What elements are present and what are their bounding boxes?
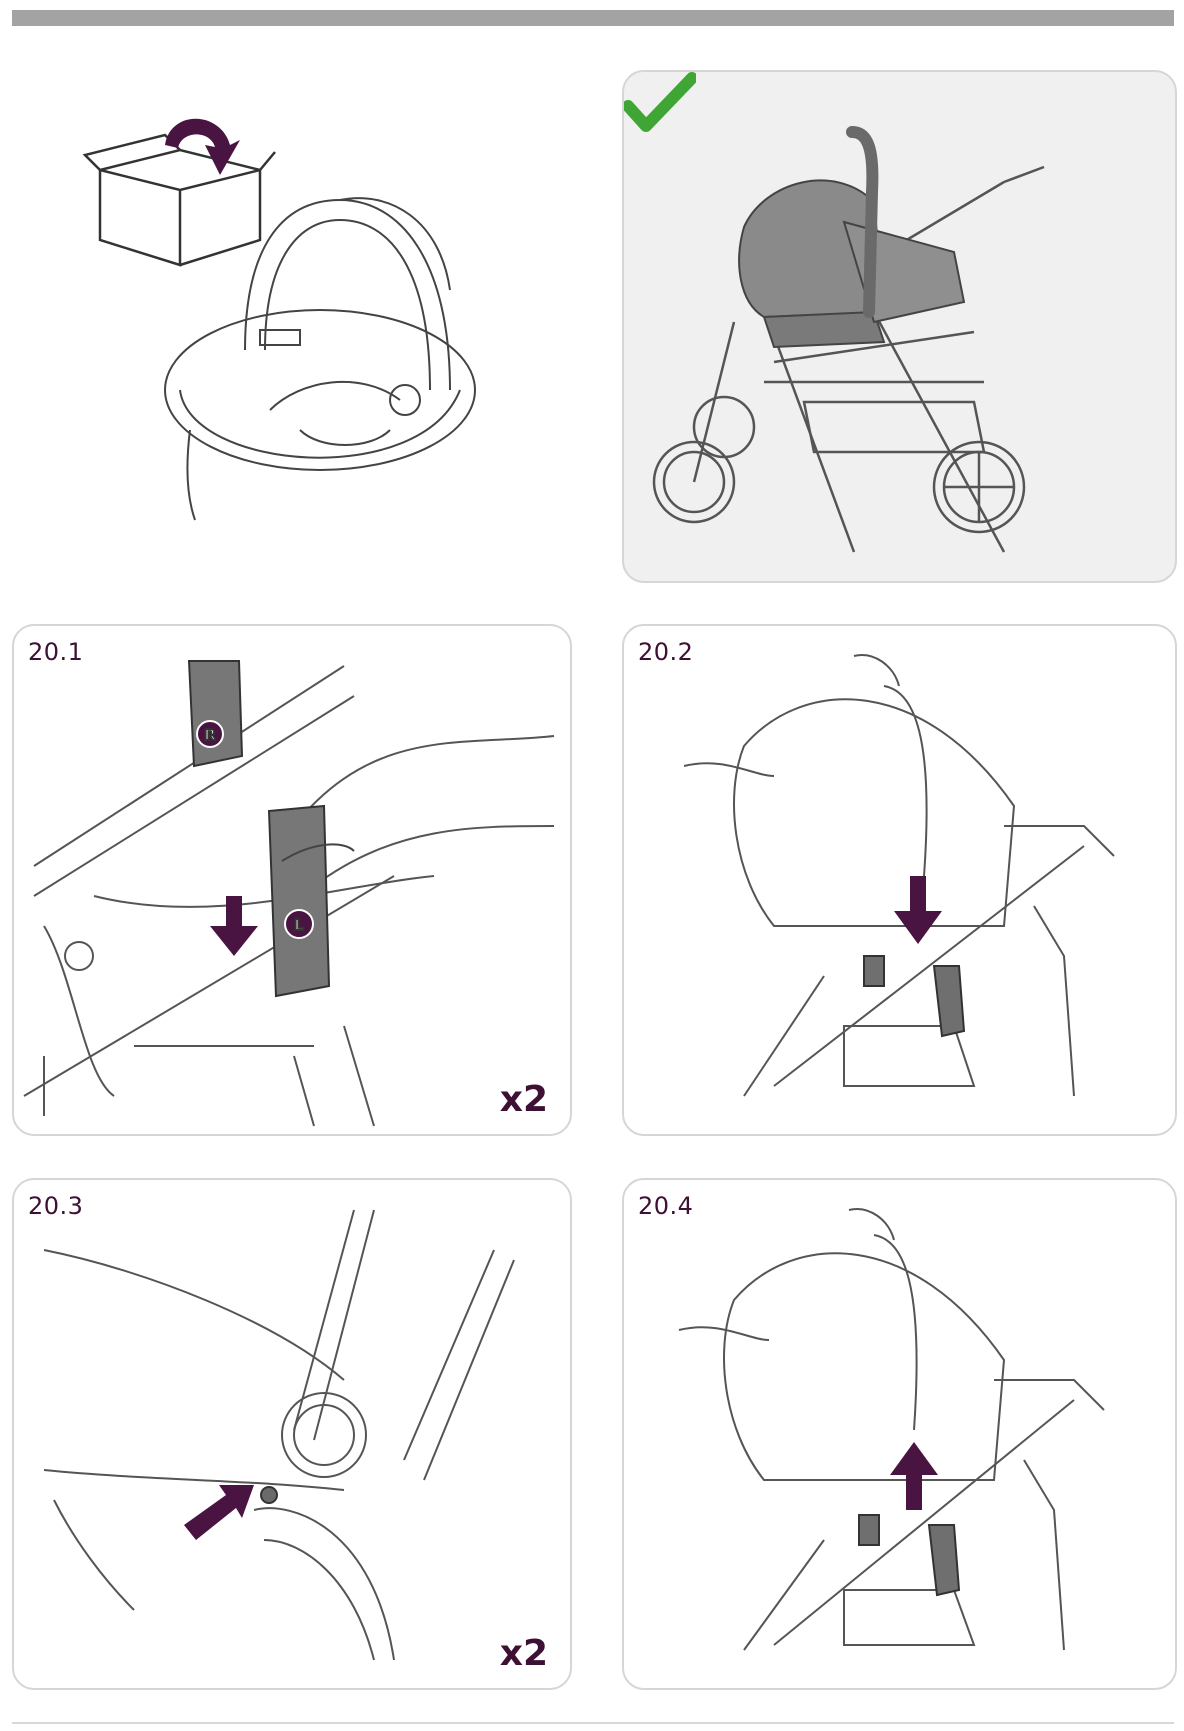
up-arrow-icon	[890, 1442, 938, 1510]
seat-lift-illustration	[624, 1180, 1177, 1690]
down-arrow-icon	[210, 896, 258, 956]
diagonal-arrow-icon	[184, 1485, 254, 1540]
step-label-20-4: 20.4	[638, 1192, 693, 1220]
adapter-attach-illustration: R L	[14, 626, 572, 1136]
checkmark-icon	[624, 72, 696, 132]
correct-installation-panel	[622, 70, 1177, 583]
adapter-right-icon: R	[189, 661, 242, 766]
down-arrow-icon	[894, 876, 942, 944]
step-label-20-2: 20.2	[638, 638, 693, 666]
stroller-with-seat-illustration	[624, 72, 1177, 583]
repeat-count-20-1: x2	[500, 1079, 548, 1120]
intro-illustration	[70, 90, 530, 550]
box-icon	[85, 135, 275, 265]
step-label-20-1: 20.1	[28, 638, 83, 666]
step-20-3-panel: 20.3 x2	[12, 1178, 572, 1690]
adapter-r-marker: R	[204, 726, 216, 744]
step-20-1-panel: R L 20.1 x2	[12, 624, 572, 1136]
step-20-4-panel: 20.4	[622, 1178, 1177, 1690]
step-label-20-3: 20.3	[28, 1192, 83, 1220]
seat-lower-illustration	[624, 626, 1177, 1136]
car-seat-illustration	[70, 90, 530, 550]
repeat-count-20-3: x2	[500, 1633, 548, 1674]
adapter-l-marker: L	[294, 916, 304, 934]
header-bar	[12, 10, 1174, 26]
footer-line	[12, 1722, 1174, 1724]
release-button-illustration	[14, 1180, 572, 1690]
adapter-left-icon: L	[269, 806, 329, 996]
step-20-2-panel: 20.2	[622, 624, 1177, 1136]
